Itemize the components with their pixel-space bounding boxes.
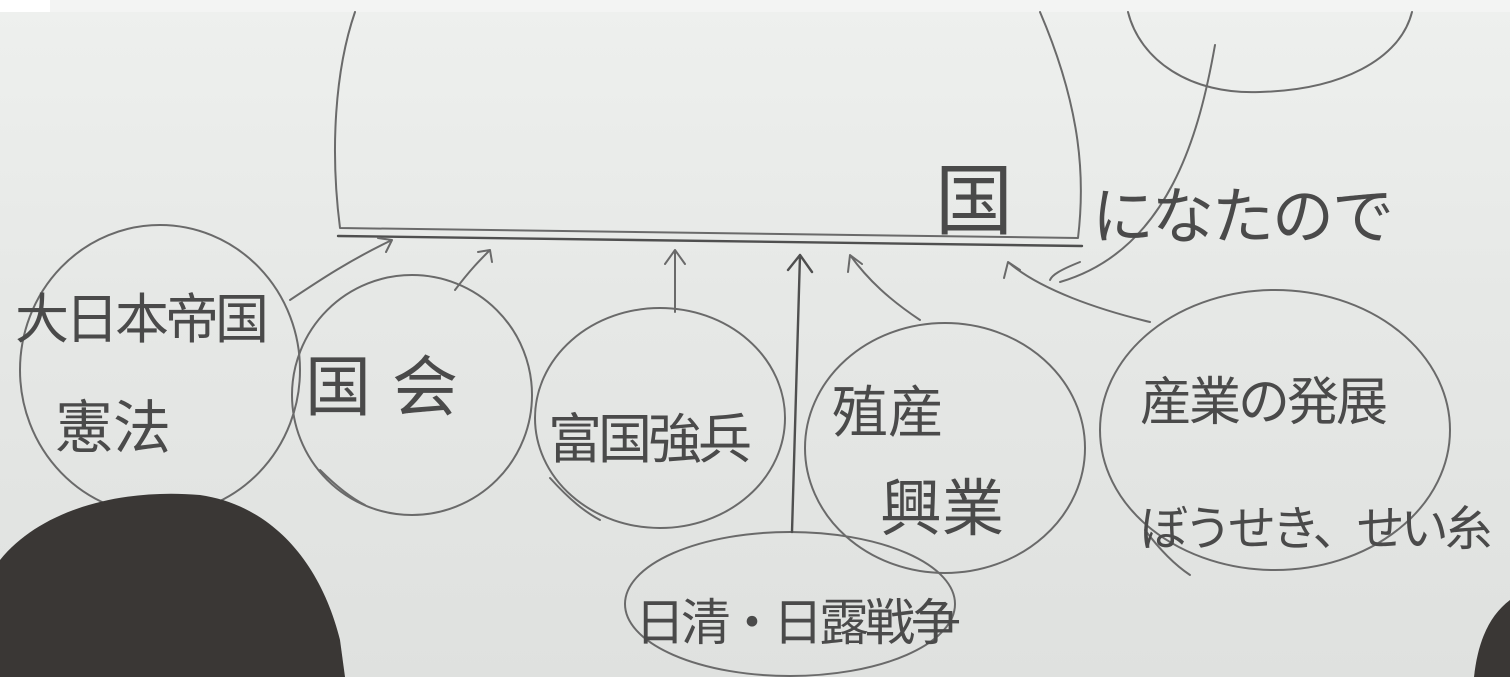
topic-circle-fukoku: [534, 307, 786, 529]
sketch-curve-industry: [1144, 529, 1191, 576]
dome-base-line: [336, 234, 1084, 248]
sketch-curve-diet: [319, 469, 366, 506]
topic-shokusan-line1: 殖産: [832, 381, 944, 446]
topic-circle-constitution: [19, 224, 301, 516]
arrow-fukoku: [664, 249, 686, 313]
topic-constitution-line2: 憲法: [55, 394, 171, 462]
top-right-circle: [1127, 11, 1413, 94]
arrow-wars: [786, 253, 814, 534]
arrow-diet: [454, 249, 493, 291]
student-head-left: [0, 493, 345, 677]
topic-diet: 国 会: [305, 349, 458, 426]
topic-circle-diet: [291, 274, 533, 516]
caption-text: になたので: [1092, 180, 1392, 253]
arrow-industry: [1003, 261, 1151, 323]
topic-constitution-line1: 大日本帝国: [15, 288, 265, 351]
topic-circle-industry: [1099, 289, 1451, 571]
main-label: 国: [935, 157, 1013, 247]
arrow-shokusan: [847, 254, 921, 321]
topic-industry-line2: ぼうせき、せい糸: [1140, 501, 1491, 557]
connector-top-right: [1059, 44, 1216, 283]
board-top-left-corner: [0, 0, 50, 12]
topic-circle-wars: [624, 531, 956, 677]
student-head-right: [1474, 600, 1510, 677]
topic-industry-line1: 産業の発展: [1140, 373, 1386, 433]
arrow-constitution: [289, 237, 393, 301]
topic-circle-shokusan: [804, 322, 1086, 574]
sketch-curve-fukoku: [549, 477, 601, 521]
topic-shokusan-line2: 興業: [880, 472, 1004, 545]
connector-hook: [1049, 261, 1081, 281]
topic-wars: 日清・日露戦争: [635, 594, 960, 652]
main-dome-outline: [334, 11, 1082, 239]
board-top-edge: [0, 0, 1510, 12]
topic-fukoku: 富国強兵: [548, 408, 750, 471]
